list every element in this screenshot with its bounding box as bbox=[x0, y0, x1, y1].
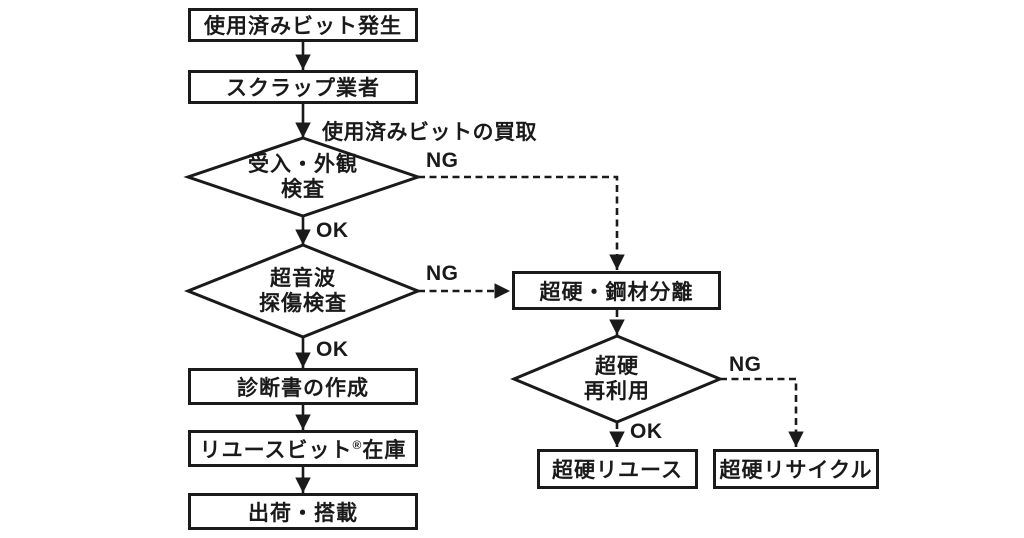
node-carbide-steel-separation-label: 超硬・鋼材分離 bbox=[539, 280, 694, 304]
node-shipping: 出荷・搭載 bbox=[188, 493, 418, 530]
dashed-arrow-visualinspection-ng-to-separation bbox=[418, 175, 625, 270]
node-diagnosis-report-label: 診断書の作成 bbox=[237, 376, 369, 400]
edge-label-ok-ultrasonic: OK bbox=[316, 338, 349, 361]
node-carbide-recycle-label: 超硬リサイクル bbox=[719, 459, 873, 482]
node-used-bit-generated: 使用済みビット発生 bbox=[188, 8, 418, 42]
decision-carbide-reuse-shape bbox=[510, 334, 724, 424]
node-carbide-reuse: 超硬リユース bbox=[537, 449, 698, 489]
node-shipping-label: 出荷・搭載 bbox=[248, 501, 358, 525]
node-used-bit-generated-label: 使用済みビット発生 bbox=[204, 15, 402, 38]
node-scrap-dealer-label: スクラップ業者 bbox=[226, 77, 380, 100]
node-carbide-steel-separation: 超硬・鋼材分離 bbox=[512, 271, 721, 310]
decision-visual-inspection-shape bbox=[183, 136, 423, 218]
edge-label-purchase: 使用済みビットの買取 bbox=[322, 121, 537, 144]
edge-label-ng-visual-inspection: NG bbox=[426, 149, 459, 172]
edge-label-ok-carbide-reuse: OK bbox=[630, 420, 663, 443]
decision-ultrasonic-inspection-shape bbox=[183, 243, 423, 339]
node-carbide-reuse-label: 超硬リユース bbox=[552, 459, 683, 482]
node-diagnosis-report: 診断書の作成 bbox=[188, 368, 418, 405]
dashed-arrow-reusedecision-ng-to-carbiderecycle bbox=[720, 377, 804, 447]
edge-label-ng-carbide-reuse: NG bbox=[729, 353, 762, 376]
edge-label-ng-ultrasonic: NG bbox=[426, 262, 459, 285]
registered-trademark-symbol: ® bbox=[352, 437, 363, 452]
node-carbide-recycle: 超硬リサイクル bbox=[713, 449, 879, 489]
node-scrap-dealer: スクラップ業者 bbox=[188, 70, 418, 104]
node-reuse-bit-stock: リユースビット®在庫 bbox=[188, 430, 418, 467]
node-reuse-bit-stock-label: リユースビット®在庫 bbox=[199, 437, 407, 462]
edge-label-ok-visual-inspection: OK bbox=[316, 219, 349, 242]
